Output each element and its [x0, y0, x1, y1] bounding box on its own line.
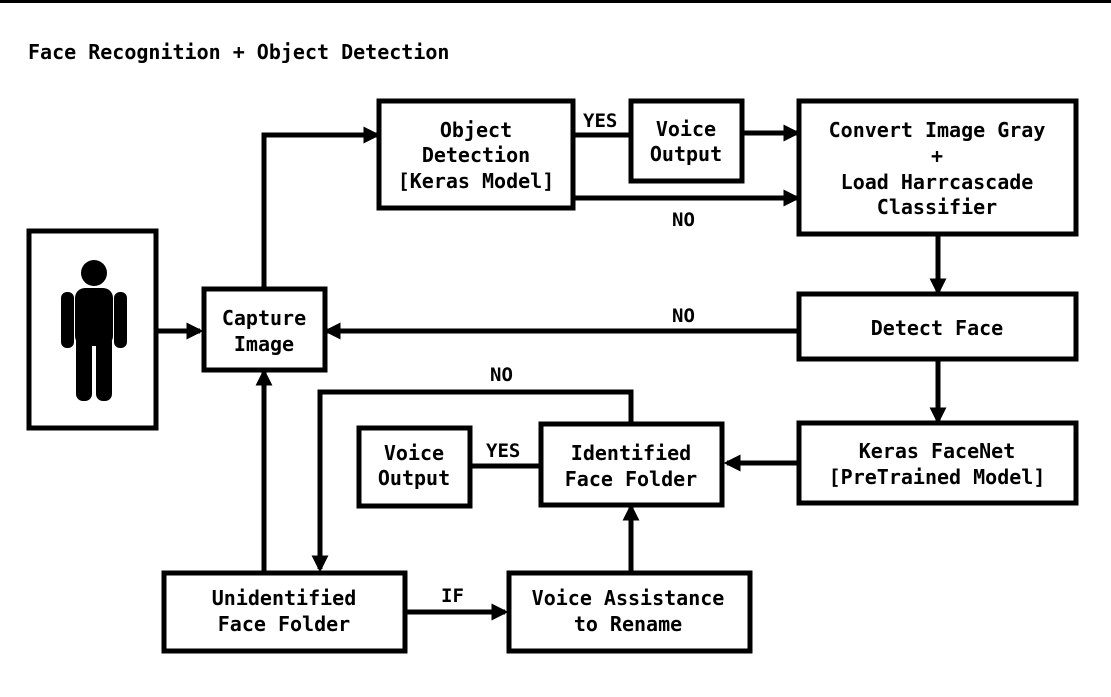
capture-image-node: Capture Image	[201, 286, 328, 373]
unidentified-face-folder-node: Unidentified Face Folder	[161, 570, 408, 654]
capture-line-1: Capture	[222, 306, 306, 330]
convert-line-3: Load Harrcascade	[841, 170, 1034, 194]
voice-top-line-2: Output	[650, 142, 722, 166]
edge-label-yes-top: YES	[583, 110, 617, 132]
person-icon	[61, 260, 127, 401]
edge-label-no-detect: NO	[672, 305, 695, 327]
voice-bottom-line-2: Output	[378, 466, 450, 490]
voice-output-bottom-node: Voice Output	[356, 425, 473, 509]
voice-bottom-line-1: Voice	[384, 441, 444, 465]
voice-output-top-node: Voice Output	[628, 98, 745, 184]
object-line-2: Detection	[422, 143, 530, 167]
voice-top-line-1: Voice	[656, 117, 716, 141]
edge-label-no-top: NO	[672, 209, 695, 231]
edges	[158, 124, 947, 621]
rename-line-2: to Rename	[574, 612, 682, 636]
facenet-line-1: Keras FaceNet	[859, 439, 1016, 463]
facenet-line-2: [PreTrained Model]	[829, 465, 1046, 489]
detect-face-node: Detect Face	[796, 291, 1079, 362]
detect-line-1: Detect Face	[871, 316, 1003, 340]
person-node	[26, 228, 159, 431]
unidentified-line-2: Face Folder	[218, 612, 350, 636]
edge-label-no-identified: NO	[490, 364, 513, 386]
object-line-3: [Keras Model]	[398, 169, 555, 193]
convert-line-4: Classifier	[877, 195, 997, 219]
keras-facenet-node: Keras FaceNet [PreTrained Model]	[796, 420, 1079, 506]
identified-line-1: Identified	[571, 441, 691, 465]
rename-line-1: Voice Assistance	[532, 586, 725, 610]
capture-line-2: Image	[234, 332, 294, 356]
object-line-1: Object	[440, 118, 512, 142]
edge-capture-object	[261, 126, 381, 289]
unidentified-line-1: Unidentified	[212, 586, 357, 610]
convert-line-2: +	[931, 144, 943, 168]
identified-line-2: Face Folder	[565, 467, 697, 491]
diagram-title: Face Recognition + Object Detection	[28, 40, 449, 64]
identified-face-folder-node: Identified Face Folder	[538, 421, 725, 508]
object-detection-node: Object Detection [Keras Model]	[376, 98, 576, 211]
edge-label-yes-bottom: YES	[486, 440, 520, 462]
convert-line-1: Convert Image Gray	[829, 118, 1046, 142]
voice-assistance-rename-node: Voice Assistance to Rename	[506, 570, 753, 654]
edge-identified-unidentified	[311, 389, 634, 573]
edge-label-if: IF	[441, 585, 464, 607]
convert-image-node: Convert Image Gray + Load Harrcascade Cl…	[796, 98, 1079, 237]
